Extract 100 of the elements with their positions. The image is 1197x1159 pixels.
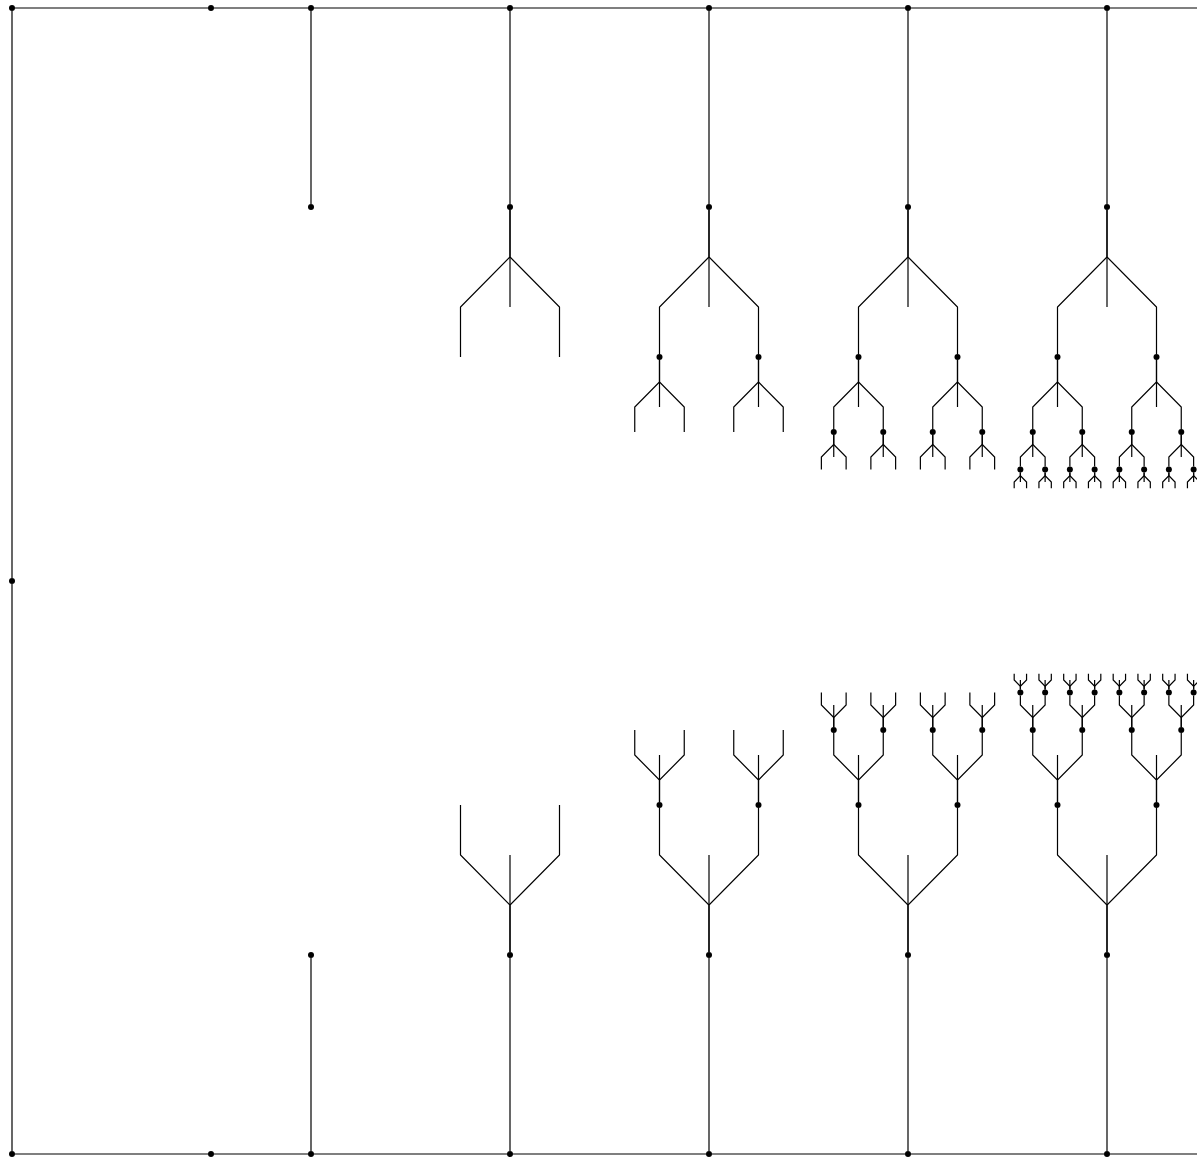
dot [9, 5, 15, 11]
connector-line [1056, 359, 1083, 430]
dot [1017, 689, 1024, 696]
dot [9, 578, 15, 584]
dot [1104, 1151, 1110, 1157]
dot [1042, 466, 1049, 473]
dot [855, 354, 862, 360]
connector-line [1032, 434, 1046, 468]
dot [1104, 204, 1110, 210]
connector-line [1032, 694, 1046, 728]
connector-line [757, 359, 784, 433]
connector-line [1094, 471, 1102, 489]
connector-line [907, 10, 909, 205]
connector-line [711, 1153, 906, 1155]
connector-line [833, 691, 847, 728]
dot [1054, 802, 1061, 808]
dot [755, 802, 762, 808]
dot [905, 5, 911, 11]
connector-line [1109, 1153, 1197, 1155]
connector-line [11, 10, 13, 579]
connector-line [313, 7, 508, 9]
connector-line [907, 807, 959, 953]
connector-line [981, 434, 996, 471]
dot [1116, 466, 1123, 473]
connector-line [708, 807, 760, 953]
connector-line [1143, 673, 1151, 691]
dot [1104, 5, 1110, 11]
connector-line [956, 732, 983, 803]
connector-line [907, 209, 959, 355]
connector-line [981, 691, 996, 728]
connector-line [1131, 434, 1145, 468]
dot [706, 204, 712, 210]
dot [208, 1151, 214, 1157]
connector-line [1168, 673, 1176, 691]
dot [929, 727, 936, 733]
connector-line [1069, 471, 1077, 489]
connector-line [213, 1153, 309, 1155]
connector-line [932, 691, 946, 728]
dot [905, 952, 911, 958]
connector-line [11, 583, 13, 1152]
dot [507, 952, 513, 958]
connector-line [213, 7, 309, 9]
connector-line [1081, 694, 1096, 728]
connector-line [509, 209, 561, 358]
connector-line [1168, 471, 1176, 489]
connector-line [1155, 732, 1182, 803]
connector-line [757, 729, 784, 803]
dot [1029, 429, 1036, 435]
dot [905, 204, 911, 210]
dot [979, 727, 986, 733]
dot [1178, 727, 1185, 733]
dot [880, 727, 887, 733]
dot [507, 204, 513, 210]
dot [1079, 429, 1086, 435]
connector-line [857, 732, 884, 803]
connector-line [1118, 471, 1127, 489]
connector-line [1094, 673, 1102, 691]
connector-line [1131, 694, 1145, 728]
dot [1153, 354, 1160, 360]
dot [855, 802, 862, 808]
connector-line [857, 359, 884, 430]
connector-line [956, 359, 983, 430]
dot [954, 802, 961, 808]
connector-line [882, 434, 897, 471]
connector-line [1081, 434, 1096, 468]
dot [308, 1151, 314, 1157]
connector-line [1143, 471, 1151, 489]
connector-line [910, 1153, 1105, 1155]
connector-line [658, 359, 685, 433]
connector-line [1019, 673, 1028, 691]
dot [1116, 689, 1123, 696]
connector-line [14, 1153, 209, 1155]
dot [308, 5, 314, 11]
connector-line [1106, 807, 1158, 953]
dot [1017, 466, 1024, 473]
dot [308, 204, 314, 210]
connector-line [509, 804, 561, 953]
dot [1066, 466, 1073, 473]
connector-line [1106, 957, 1108, 1152]
dot [905, 1151, 911, 1157]
connector-line [1069, 673, 1077, 691]
dot [656, 354, 663, 360]
dot [656, 802, 663, 808]
connector-line [310, 10, 312, 205]
connector-line [1106, 10, 1108, 205]
dot [830, 727, 837, 733]
dot [1165, 466, 1172, 473]
connector-line [1180, 434, 1195, 468]
connector-line [907, 957, 909, 1152]
connector-line [1019, 471, 1028, 489]
dot [1128, 429, 1135, 435]
dot [1153, 802, 1160, 808]
dot [1091, 689, 1098, 696]
connector-line [1118, 673, 1127, 691]
dot [1091, 466, 1098, 473]
connector-line [512, 7, 707, 9]
dot [706, 5, 712, 11]
dot [1190, 689, 1197, 696]
connector-line [1056, 732, 1083, 803]
connector-line [313, 1153, 508, 1155]
